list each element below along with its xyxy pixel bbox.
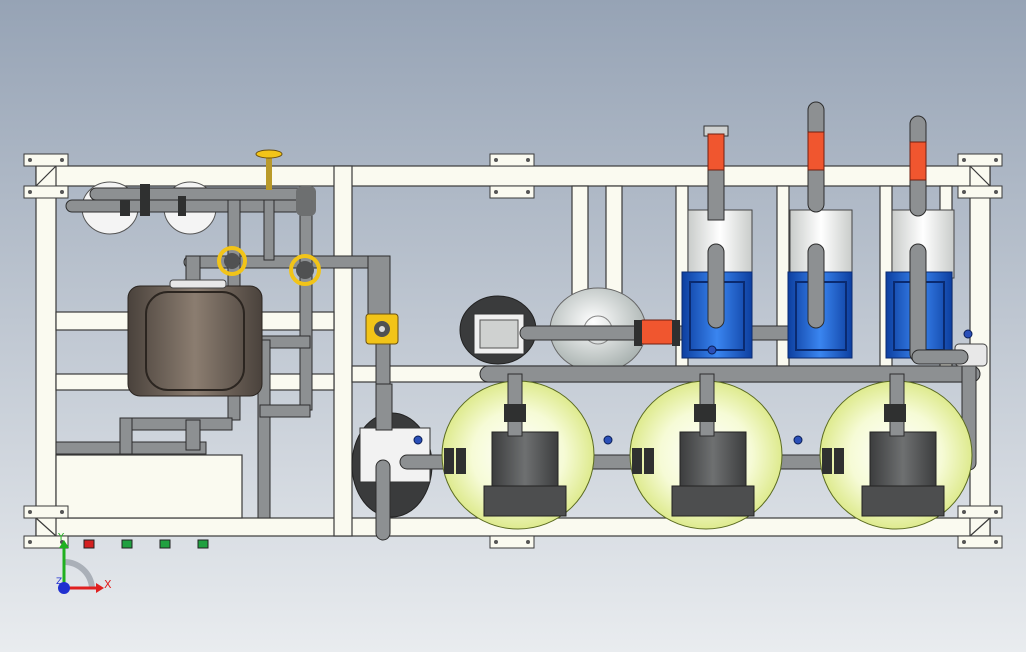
storage-tank-cap bbox=[169, 279, 227, 289]
top-handwheel-stem bbox=[266, 156, 272, 190]
triad-y-label: Y bbox=[57, 532, 65, 543]
pre-filter-drop-pipe bbox=[375, 383, 393, 431]
pre-filter-housing bbox=[351, 412, 433, 518]
triad-z-label: Z bbox=[56, 577, 62, 587]
pressure-vessel-2 bbox=[629, 373, 783, 530]
storage-tank-panel bbox=[145, 291, 245, 391]
top-handwheel bbox=[255, 149, 283, 159]
pump-unit-1 bbox=[681, 125, 753, 359]
main-manifold-pipe bbox=[479, 365, 981, 383]
indicator-red bbox=[83, 539, 95, 549]
mounting-plates bbox=[23, 153, 1003, 549]
pump-unit-3 bbox=[885, 115, 969, 365]
indicator-green-2 bbox=[159, 539, 171, 549]
triad-y-arrow bbox=[59, 540, 69, 548]
triad-rotation-arc bbox=[63, 558, 95, 589]
frame-top-rail bbox=[35, 165, 991, 187]
header-unions bbox=[120, 184, 316, 216]
frame-base-block bbox=[55, 454, 243, 519]
collector-red-valve[interactable] bbox=[639, 319, 675, 345]
collector-valve-union-b bbox=[672, 320, 680, 346]
triad-x-label: X bbox=[104, 578, 112, 591]
pressure-vessel-3 bbox=[819, 373, 973, 530]
triad-z-axis bbox=[58, 582, 70, 594]
pump-3-red-valve[interactable] bbox=[909, 141, 927, 181]
triad-x-arrow bbox=[96, 583, 104, 593]
indicator-green-1 bbox=[121, 539, 133, 549]
ball-valve-1[interactable] bbox=[217, 246, 247, 276]
sample-valves[interactable] bbox=[413, 329, 973, 445]
vessel-couplings bbox=[444, 404, 906, 474]
ball-valve-2[interactable] bbox=[289, 254, 321, 286]
plate-bolts bbox=[28, 158, 998, 544]
collector-valve-union-a bbox=[634, 320, 642, 346]
status-indicators bbox=[83, 539, 209, 549]
flow-meter[interactable] bbox=[365, 313, 399, 345]
frame-middle-post bbox=[333, 165, 353, 537]
indicator-green-3 bbox=[197, 539, 209, 549]
pump-unit-2 bbox=[787, 101, 853, 359]
pump-2-red-valve[interactable] bbox=[807, 131, 825, 171]
pressure-gauge-housing bbox=[459, 295, 537, 365]
coordinate-triad: X Y Z bbox=[56, 532, 112, 594]
frame-corner-braces bbox=[35, 165, 991, 537]
pre-filter-outlet-pipe bbox=[375, 459, 391, 541]
pump-1-red-valve[interactable] bbox=[707, 133, 725, 171]
frame-left-post bbox=[35, 165, 57, 537]
